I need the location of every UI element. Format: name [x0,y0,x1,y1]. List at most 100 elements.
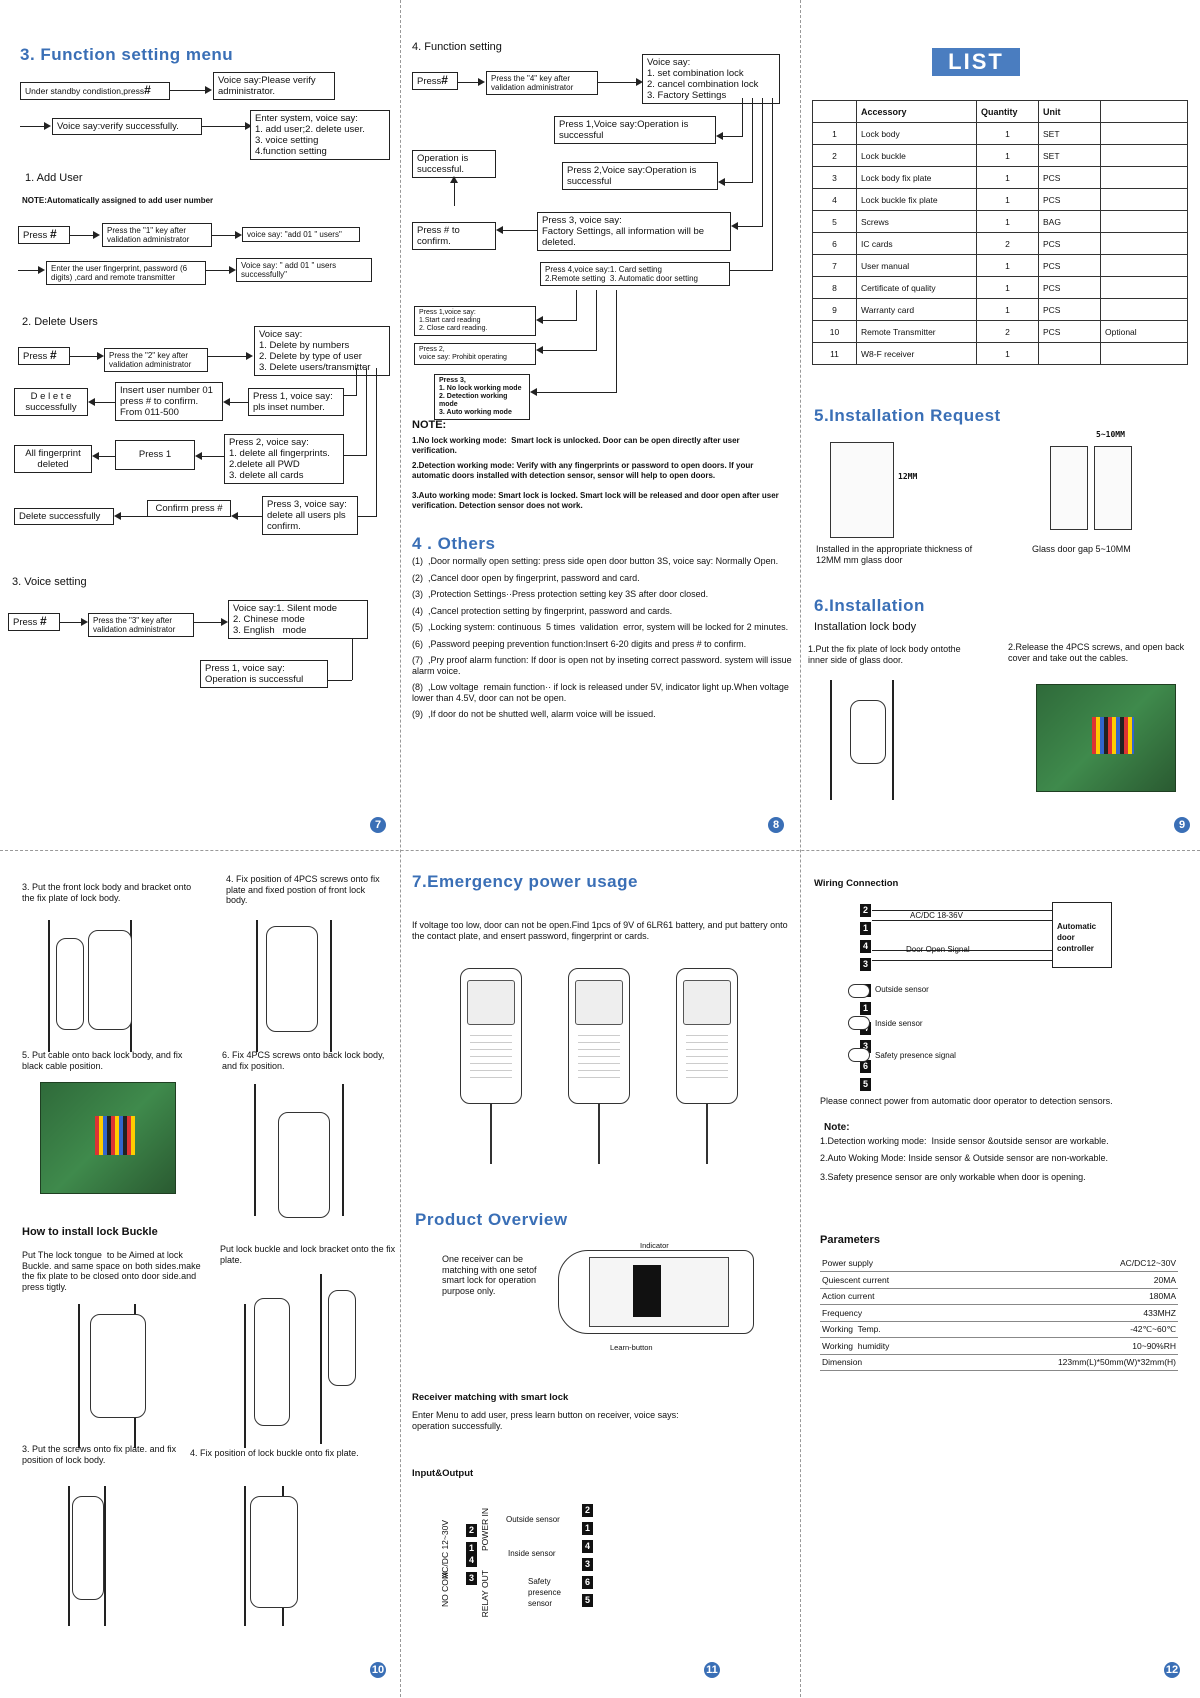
delete-ok-box: D e l e t e successfully [14,388,88,416]
table-header: Quantity [976,100,1039,123]
fix-plate-illustration [56,938,84,1030]
caption-thickness: Installed in the appropriate thickness o… [816,544,975,565]
smart-lock-illustration [460,968,522,1104]
others-item: (6) ,Password peeping prevention functio… [412,638,747,649]
install-req-heading: 5.Installation Request [814,406,1001,425]
card-read-box: Press 1,voice say: 1.Start card reading … [414,306,536,336]
smart-lock-illustration [568,968,630,1104]
safety-signal-label: Safety presence signal [875,1051,956,1060]
add-user-heading: 1. Add User [25,172,83,184]
overview-text: One receiver can be matching with one se… [442,1254,540,1296]
press-to-confirm-box: Press # to confirm. [412,222,496,250]
table-cell: Warranty card [856,298,977,321]
table-cell: PCS [1038,320,1101,343]
table-cell: SET [1038,144,1101,167]
standby-box: Under standby condistion,press# [20,82,170,100]
matching-text: Enter Menu to add user, press learn butt… [412,1410,682,1431]
table-cell [1100,122,1188,145]
table-cell: Lock body [856,122,977,145]
installation-subheading: Installation lock body [814,621,917,633]
lock-buckle-illustration [250,1496,298,1608]
table-cell: Working humidity [820,1337,953,1355]
matching-heading: Receiver matching with smart lock [412,1392,569,1403]
controller-box: Automatic door controller [1052,902,1112,968]
voice-verify-box: Voice say:Please verify administrator. [213,72,335,100]
connect-text: Please connect power from automatic door… [820,1096,1113,1106]
voice-modes-box: Voice say:1. Silent mode 2. Chinese mode… [228,600,368,639]
table-cell: 5 [812,210,857,233]
table-cell: 1 [976,166,1039,189]
table-cell: PCS [1038,188,1101,211]
press1-box: Press the "1" key after validation admin… [102,223,212,247]
table-cell: 8 [812,276,857,299]
acdc-label: AC/DC 18-36V [910,911,963,920]
press1-voice-box: Press 1,Voice say:Operation is successfu… [554,116,716,144]
page-number: 11 [704,1662,720,1678]
others-item: (9) ,If door do not be shutted well, ala… [412,709,656,719]
table-cell: 6 [812,232,857,255]
table-cell: 1 [976,188,1039,211]
table-cell [1100,232,1188,255]
delete-ok-box-2: Delete successfully [14,508,114,525]
table-cell: Dimension [820,1354,953,1371]
table-cell: Action current [820,1288,953,1305]
voice-setting-heading: 3. Voice setting [12,576,87,588]
table-cell: Lock buckle [856,144,977,167]
others-item: (7) ,Pry proof alarm function: If door i… [412,655,795,676]
press1-ok-box: Press 1, voice say: Operation is success… [200,660,328,688]
table-cell: 1 [976,276,1039,299]
insert-num-box: Insert user number 01 press # to confirm… [115,382,223,421]
table-cell: W8-F receiver [856,342,977,365]
gap-label: 5~10MM [1096,430,1125,439]
pcb-photo [1036,684,1176,792]
safety-sensor-label: Safety presence sensor [528,1577,564,1608]
table-cell: 11 [812,342,857,365]
table-cell: 180MA [952,1288,1178,1305]
step-5: 5. Put cable onto back lock body, and fi… [22,1050,185,1071]
voice-say-box: Voice say: 1. set combination lock 2. ca… [642,54,780,104]
table-cell: Screws [856,210,977,233]
step-6: 6. Fix 4PCS screws onto back lock body, … [222,1050,387,1071]
note-2: 2.Auto Woking Mode: Inside sensor & Outs… [820,1153,1108,1163]
inside-sensor-label: Inside sensor [875,1019,923,1028]
outside-sensor-label: Outside sensor [506,1515,560,1524]
note-3: 3.Auto working mode: Smart lock is locke… [412,491,781,510]
step-4: 4. Fix position of 4PCS screws onto fix … [226,874,383,905]
lock-body-illustration [266,926,318,1032]
others-item: (1) ,Door normally open setting: press s… [412,556,779,566]
table-cell: 10~90%RH [952,1337,1178,1355]
buckle-step-3: 3. Put the screws onto fix plate. and fi… [22,1444,179,1465]
all-fp-deleted-box: All fingerprint deleted [14,445,92,473]
others-item: (5) ,Locking system: continuous 5 times … [412,622,789,632]
table-cell: PCS [1038,298,1101,321]
door-signal-label: Door Open Signal [906,945,970,954]
table-cell: 20MA [952,1271,1178,1289]
press-hash-box-3: Press # [8,613,60,631]
press-hash-box: Press # [18,226,70,244]
table-cell: User manual [856,254,977,277]
table-cell: Optional [1100,320,1188,343]
buckle-plate-illustration [90,1314,146,1418]
learn-button-label: Learn-button [610,1343,653,1352]
list-title: LIST [932,48,1020,76]
voice-add01-ok-box: Voice say: " add 01 " users successfully… [236,258,372,282]
receiver-illustration [558,1250,754,1334]
table-cell: PCS [1038,232,1101,255]
note-1: 1.Detection working mode: Inside sensor … [820,1136,1109,1146]
table-cell: PCS [1038,166,1101,189]
outside-sensor-label: Outside sensor [875,985,929,994]
table-header [1100,100,1188,123]
pcb-photo [40,1082,176,1194]
others-heading: 4 . Others [412,534,496,553]
caption-gap: Glass door gap 5~10MM [1032,544,1131,554]
